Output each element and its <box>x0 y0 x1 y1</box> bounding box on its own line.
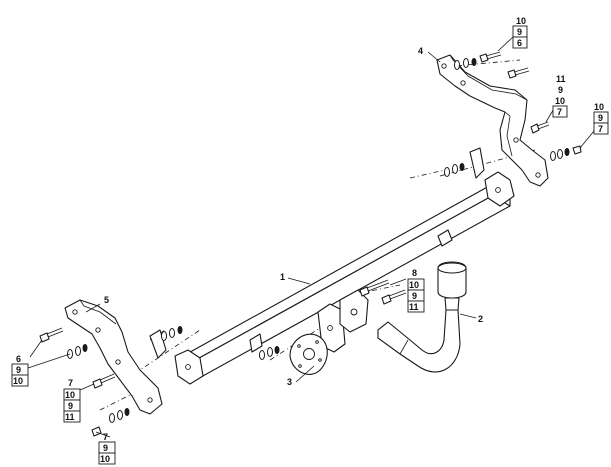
part-label-2: 2 <box>478 314 483 324</box>
callout-top-b-2: 9 <box>558 85 563 95</box>
callout-left-b-1: 7 <box>68 378 73 388</box>
callout-top-c: 10 9 7 <box>579 102 609 149</box>
callout-center-a-4: 11 <box>409 302 419 312</box>
callout-top-a-1: 10 <box>516 16 526 26</box>
callout-top-b: 11 9 10 7 <box>545 74 568 123</box>
callout-center-a-1: 8 <box>412 268 417 278</box>
centre-fasteners <box>259 279 407 360</box>
callout-left-b-4: 11 <box>65 412 75 422</box>
part-label-4: 4 <box>418 46 423 56</box>
right-bracket-fasteners <box>444 51 582 177</box>
part-labels: 1 2 3 4 5 <box>85 46 483 387</box>
callout-left-a-2: 9 <box>16 365 21 375</box>
main-cross-beam <box>174 171 515 385</box>
callout-left-c-3: 10 <box>100 454 110 464</box>
part-label-1: 1 <box>280 272 285 282</box>
callout-top-a-2: 9 <box>517 27 522 37</box>
tow-ball <box>437 261 467 311</box>
callout-top-a-3: 6 <box>517 38 522 48</box>
callout-top-c-2: 9 <box>598 113 603 123</box>
part-label-5: 5 <box>104 295 109 305</box>
callout-top-b-3: 10 <box>555 96 565 106</box>
callout-left-a-1: 6 <box>16 354 21 364</box>
part-label-3: 3 <box>287 377 292 387</box>
callout-left-c-1: 7 <box>103 432 108 442</box>
callout-top-c-1: 10 <box>594 102 604 112</box>
callout-left-c: 7 9 10 <box>95 431 116 465</box>
callout-left-a: 6 9 10 <box>11 339 71 387</box>
callout-left-a-3: 10 <box>13 376 23 386</box>
callout-top-b-4: 7 <box>557 107 562 117</box>
callout-left-b-3: 9 <box>68 401 73 411</box>
callout-center-a-2: 10 <box>409 280 419 290</box>
socket-plate <box>289 333 328 375</box>
right-mounting-bracket <box>436 54 549 187</box>
towbar-tongue-bracket <box>317 289 369 353</box>
callout-top-c-3: 7 <box>598 124 603 134</box>
callout-left-b: 7 10 9 11 <box>63 378 95 423</box>
tow-ball-neck <box>377 309 461 373</box>
callout-top-a: 10 9 6 <box>497 16 528 52</box>
left-bracket-fasteners <box>39 326 183 437</box>
callout-top-b-1: 11 <box>556 74 566 84</box>
callout-center-a-3: 9 <box>412 291 417 301</box>
callout-left-c-2: 9 <box>103 443 108 453</box>
callout-left-b-2: 10 <box>65 390 75 400</box>
callout-center-a: 8 10 9 11 <box>389 268 425 313</box>
